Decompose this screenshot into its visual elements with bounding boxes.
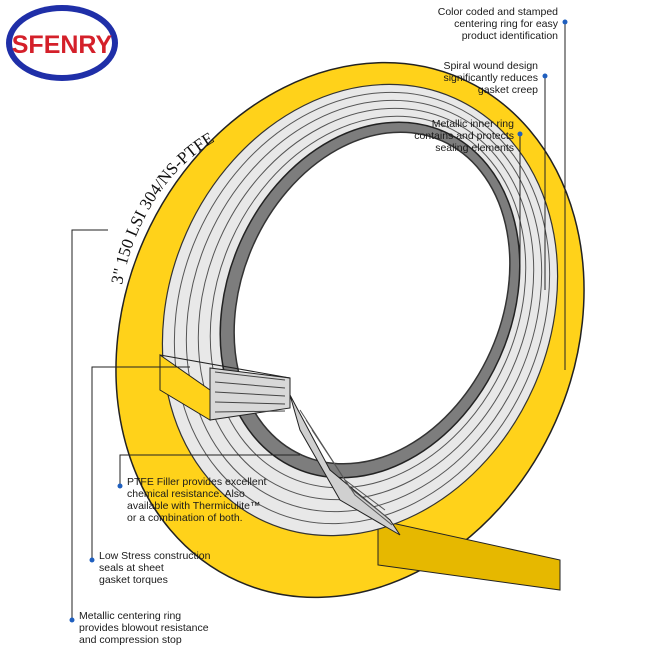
callout-ptfe-filler: PTFE Filler provides excellent chemical … [127,476,267,524]
callout-centering-ring: Metallic centering ring provides blowout… [79,610,209,646]
callout-metallic-inner: Metallic inner ring contains and protect… [414,118,514,154]
sfenry-logo: SFENRY [6,5,118,81]
callout-lines [71,22,566,620]
callout-dots [69,19,568,623]
callout-low-stress: Low Stress construction seals at sheet g… [99,550,211,586]
logo-text: SFENRY [12,31,113,59]
callout-color-coded: Color coded and stamped centering ring f… [437,6,558,42]
inner-ring [219,121,521,479]
cutaway-section [159,354,401,536]
callout-spiral-wound: Spiral wound design significantly reduce… [443,60,538,96]
